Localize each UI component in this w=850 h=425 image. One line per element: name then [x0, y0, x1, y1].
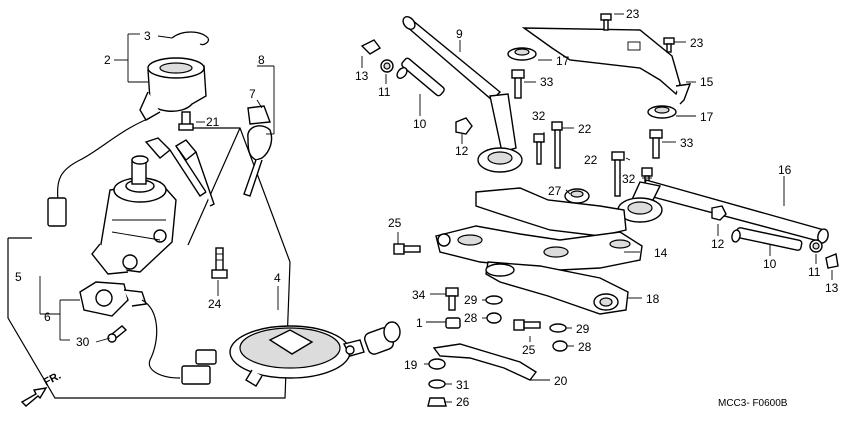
grommet-part-19 [428, 358, 446, 370]
callout-10-right: 10 [763, 257, 777, 271]
callout-21: 21 [206, 115, 220, 129]
clip-part-13-left [360, 39, 382, 55]
washer-part-29-b [549, 323, 567, 333]
callout-23-b: 23 [690, 36, 704, 50]
callout-10-left: 10 [413, 117, 427, 131]
callout-28-a: 28 [464, 311, 478, 325]
callout-22-b: 22 [584, 153, 598, 167]
callout-18: 18 [646, 292, 660, 306]
callout-8: 8 [258, 53, 265, 67]
plate-part-20 [432, 343, 538, 381]
callout-11-left: 11 [378, 85, 391, 99]
nut-part-12-right [711, 205, 727, 221]
callout-30: 30 [76, 335, 90, 349]
callout-31: 31 [456, 378, 470, 392]
callout-32-b: 32 [622, 172, 636, 186]
callout-15: 15 [700, 75, 714, 89]
shaft-left-part-10 [396, 57, 445, 97]
callout-25-b: 25 [522, 343, 536, 357]
callout-28-b: 28 [578, 340, 592, 354]
callout-12-left: 12 [455, 144, 469, 158]
callout-29-a: 29 [464, 293, 478, 307]
ignition-group [7, 31, 401, 399]
bolt-part-23-b [663, 37, 675, 53]
screw-part-30 [107, 325, 128, 343]
bracket-part-15 [521, 27, 692, 105]
lock-cylinder-assembly [91, 155, 177, 275]
callout-24: 24 [208, 297, 222, 311]
callout-26: 26 [456, 395, 470, 409]
washer-part-31 [428, 379, 446, 389]
bolt-part-22-a [551, 121, 563, 169]
callout-29-b: 29 [576, 322, 590, 336]
callout-32-a: 32 [532, 109, 546, 123]
callout-4: 4 [274, 271, 281, 285]
callout-22-a: 22 [578, 122, 592, 136]
callout-17-b: 17 [700, 110, 714, 124]
nut-part-27 [564, 188, 590, 204]
cap-lock-cylinder [342, 321, 401, 357]
callout-20: 20 [554, 374, 568, 388]
callout-5: 5 [15, 270, 22, 284]
bolt-part-21 [178, 111, 194, 131]
callout-13-right: 13 [825, 281, 839, 295]
callout-27: 27 [548, 184, 562, 198]
bolt-part-32-a [533, 133, 545, 165]
nut-part-26 [427, 397, 447, 407]
clip-part-13-right [825, 253, 839, 269]
callout-9: 9 [456, 27, 463, 41]
nut-part-12-left [455, 117, 473, 135]
fuel-cap-part-4 [229, 325, 351, 387]
bolt-part-33-a [511, 69, 525, 99]
callout-17-a: 17 [556, 54, 570, 68]
switch-part-6 [79, 281, 217, 385]
direction-label: FR. [42, 370, 63, 389]
callout-33-b: 33 [680, 136, 694, 150]
clip-part-3 [171, 31, 209, 46]
key-head-part-7 [247, 105, 271, 125]
washer-part-29-a [485, 295, 503, 305]
grommet-part-17-b [647, 105, 677, 119]
bolt-part-25-a [393, 243, 421, 255]
shaft-right-part-10 [731, 227, 803, 251]
bolt-part-22-b [611, 151, 625, 197]
bottom-bridge-part-18 [485, 261, 629, 315]
callout-11-right: 11 [808, 265, 821, 279]
front-direction-arrow [20, 387, 48, 407]
callout-1: 1 [416, 316, 423, 330]
nut-part-28-a [486, 312, 502, 324]
callout-7: 7 [249, 87, 256, 101]
ignition-switch-part-2 [47, 57, 207, 227]
top-bridge-part-14 [435, 187, 643, 271]
callout-12-right: 12 [711, 237, 725, 251]
handlebar-group [360, 13, 839, 407]
callout-labels: 3 2 21 8 7 4 5 24 6 30 9 13 11 10 12 17 … [15, 7, 839, 409]
key-part-8 [243, 125, 273, 197]
bolt-part-34 [445, 287, 459, 311]
callout-14: 14 [654, 246, 668, 260]
grommet-part-17-a [507, 47, 537, 61]
handlebar-left-part-9 [402, 16, 523, 173]
callout-6: 6 [44, 310, 51, 324]
ignition-keys [144, 137, 215, 207]
callout-3: 3 [144, 29, 151, 43]
diagram-code: MCC3- F0600B [718, 398, 788, 409]
bolt-part-24 [211, 247, 228, 279]
bolt-part-23-a [600, 13, 612, 31]
callout-13-left: 13 [355, 69, 369, 83]
bolt-part-33-b [649, 129, 663, 159]
callout-16: 16 [778, 163, 792, 177]
collar-part-1 [445, 317, 461, 329]
callout-25-a: 25 [388, 216, 402, 230]
nut-part-28-b [552, 340, 568, 352]
callout-2: 2 [104, 53, 111, 67]
callout-33-a: 33 [540, 75, 554, 89]
callout-23-a: 23 [626, 7, 640, 21]
callout-34: 34 [412, 288, 426, 302]
bolt-part-25-b [513, 319, 541, 331]
callout-19: 19 [404, 358, 418, 372]
